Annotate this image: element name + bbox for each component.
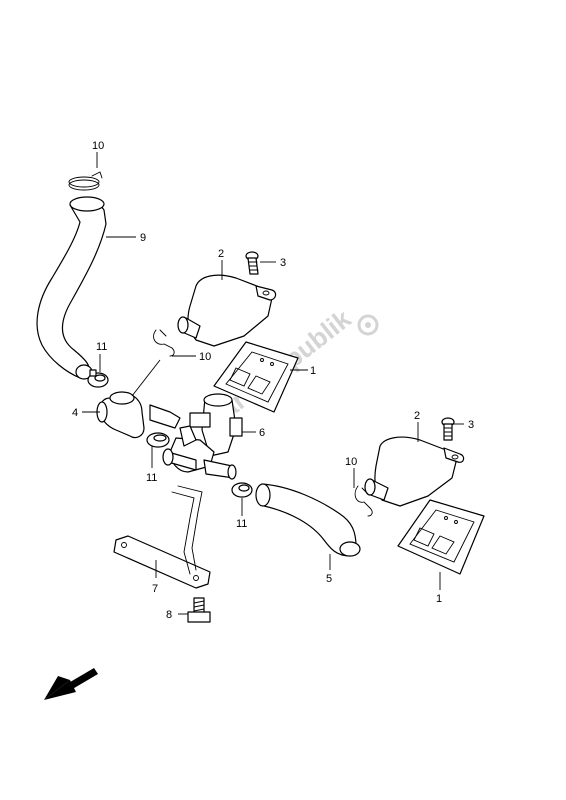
screw-part-3-right: [441, 417, 455, 441]
cover-part-2-top: [177, 274, 277, 347]
callout-11-a: 11: [96, 341, 107, 353]
hose-part-5: [255, 483, 361, 557]
callout-4: 4: [72, 407, 78, 419]
callout-2-right: 2: [414, 410, 420, 422]
callout-3-top: 3: [280, 257, 286, 269]
callout-3-right: 3: [468, 419, 474, 431]
bolt-part-8: [187, 597, 211, 623]
callout-6: 6: [259, 427, 265, 439]
clip-part-10-top: [68, 171, 103, 191]
hose-part-9: [36, 196, 107, 380]
clamp-part-11-c: [231, 482, 253, 498]
callout-8: 8: [166, 609, 172, 621]
callout-5: 5: [326, 573, 332, 585]
direction-arrow-icon: [44, 668, 98, 700]
callout-10-right: 10: [345, 456, 357, 468]
clamp-part-11-b: [146, 432, 170, 448]
callout-1-right: 1: [436, 593, 442, 605]
screw-part-3-top: [245, 251, 259, 275]
leader-lines: [82, 152, 464, 615]
watermark-gear-icon: [357, 314, 379, 336]
reed-plate-part-1-top: [213, 341, 299, 413]
callout-11-b: 11: [146, 472, 157, 484]
callout-1-top: 1: [310, 365, 316, 377]
callout-7: 7: [152, 583, 158, 595]
callout-10-mid: 10: [199, 351, 211, 363]
clip-part-10-right: [354, 485, 373, 517]
callouts: 10 9 2 3 10 11 1 4 6 11 2 3 10 11 7 5 1 …: [72, 140, 474, 621]
clip-part-10-mid: [153, 329, 175, 357]
cover-part-2-right: [364, 436, 465, 507]
callout-9: 9: [140, 232, 146, 244]
pipe-part-4: [96, 391, 145, 439]
callout-11-c: 11: [236, 518, 247, 530]
valve-part-6: [149, 393, 243, 480]
clamp-part-11-a: [87, 369, 109, 388]
callout-10-top: 10: [92, 140, 104, 152]
bracket-part-7: [113, 485, 211, 589]
callout-2-top: 2: [218, 248, 224, 260]
reed-plate-part-1-right: [397, 499, 485, 575]
